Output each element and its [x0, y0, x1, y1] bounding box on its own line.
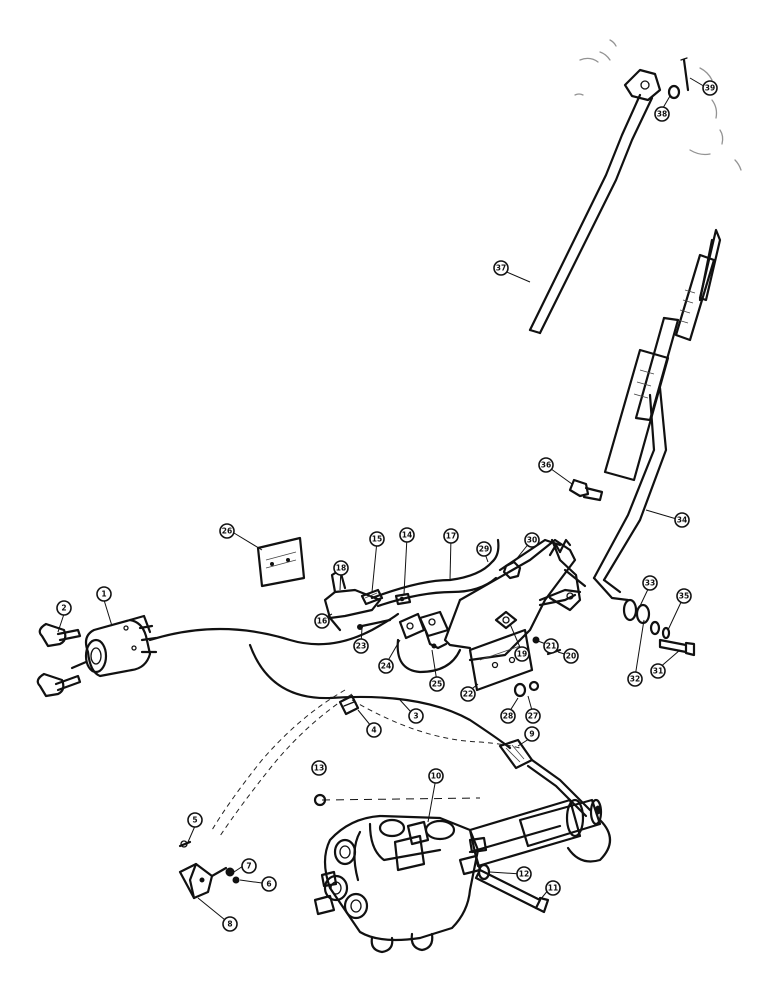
svg-text:26: 26 [222, 527, 232, 536]
svg-text:17: 17 [446, 532, 456, 541]
callout-21: 21 [543, 638, 559, 654]
callout-15: 15 [369, 531, 385, 547]
svg-text:1: 1 [101, 590, 106, 599]
svg-text:39: 39 [705, 84, 715, 93]
svg-text:10: 10 [431, 772, 441, 781]
callout-12: 12 [516, 866, 532, 882]
callout-34: 34 [674, 512, 690, 528]
svg-text:28: 28 [503, 712, 513, 721]
callout-4: 4 [366, 722, 382, 738]
svg-text:3: 3 [413, 712, 418, 721]
svg-text:15: 15 [372, 535, 382, 544]
solenoid-connector-9 [498, 738, 592, 818]
leader-lines [57, 77, 708, 925]
svg-text:27: 27 [528, 712, 538, 721]
callout-11: 11 [545, 880, 561, 896]
callout-1: 1 [96, 586, 112, 602]
callout-23: 23 [353, 638, 369, 654]
switch-bracket [323, 568, 518, 674]
callout-8: 8 [222, 916, 238, 932]
svg-text:16: 16 [317, 617, 327, 626]
callout-13: 13 [311, 760, 327, 776]
callout-30: 30 [524, 532, 540, 548]
svg-text:36: 36 [541, 461, 551, 470]
control-valve-10 [313, 798, 612, 954]
svg-text:4: 4 [371, 726, 376, 735]
callout-35: 35 [676, 588, 692, 604]
callout-10: 10 [428, 768, 444, 784]
svg-text:8: 8 [227, 920, 232, 929]
callout-39: 39 [702, 80, 718, 96]
nut-13 [313, 793, 327, 807]
callout-6: 6 [261, 876, 277, 892]
svg-text:24: 24 [381, 662, 391, 671]
clip-4 [338, 694, 360, 716]
callout-20: 20 [563, 648, 579, 664]
svg-text:34: 34 [677, 516, 687, 525]
terminal-block-6 [178, 840, 240, 900]
callout-16: 16 [314, 613, 330, 629]
callout-32: 32 [627, 671, 643, 687]
callout-3: 3 [408, 708, 424, 724]
callout-37: 37 [493, 260, 509, 276]
svg-text:18: 18 [336, 564, 346, 573]
callout-14: 14 [399, 527, 415, 543]
callout-9: 9 [524, 726, 540, 742]
svg-text:37: 37 [496, 264, 506, 273]
callout-2: 2 [56, 600, 72, 616]
callout-17: 17 [443, 528, 459, 544]
svg-text:2: 2 [61, 604, 66, 613]
callout-22: 22 [460, 686, 476, 702]
wiring-harness [148, 538, 521, 837]
callout-36: 36 [538, 457, 554, 473]
svg-text:32: 32 [630, 675, 640, 684]
callouts: 1 2 3 4 5 6 7 8 9 10 11 12 13 14 15 16 1… [56, 80, 718, 932]
svg-text:21: 21 [546, 642, 556, 651]
callout-33: 33 [642, 575, 658, 591]
callout-18: 18 [333, 560, 349, 576]
svg-text:29: 29 [479, 545, 489, 554]
svg-text:20: 20 [566, 652, 576, 661]
svg-text:11: 11 [548, 884, 558, 893]
callout-25: 25 [429, 676, 445, 692]
callout-24: 24 [378, 658, 394, 674]
callout-28: 28 [500, 708, 516, 724]
callout-26: 26 [219, 523, 235, 539]
callout-38: 38 [654, 106, 670, 122]
svg-text:30: 30 [527, 536, 537, 545]
callout-27: 27 [525, 708, 541, 724]
svg-text:5: 5 [192, 816, 197, 825]
svg-text:22: 22 [463, 690, 473, 699]
svg-text:13: 13 [314, 764, 324, 773]
control-lever-assembly [568, 228, 722, 657]
ignition-switch [84, 614, 158, 678]
callout-5: 5 [187, 812, 203, 828]
hand-lever-37 [528, 39, 742, 335]
callout-7: 7 [241, 858, 257, 874]
callout-29: 29 [476, 541, 492, 557]
svg-text:19: 19 [517, 650, 527, 659]
svg-text:31: 31 [653, 667, 663, 676]
svg-text:33: 33 [645, 579, 655, 588]
svg-text:23: 23 [356, 642, 366, 651]
rectangular-plate-26 [256, 536, 306, 588]
callout-31: 31 [650, 663, 666, 679]
svg-text:9: 9 [529, 730, 534, 739]
svg-text:7: 7 [246, 862, 251, 871]
keys [36, 622, 88, 698]
svg-text:38: 38 [657, 110, 667, 119]
svg-text:35: 35 [679, 592, 689, 601]
svg-text:6: 6 [266, 880, 271, 889]
svg-text:12: 12 [519, 870, 529, 879]
callout-19: 19 [514, 646, 530, 662]
svg-text:25: 25 [432, 680, 442, 689]
svg-text:14: 14 [402, 531, 412, 540]
